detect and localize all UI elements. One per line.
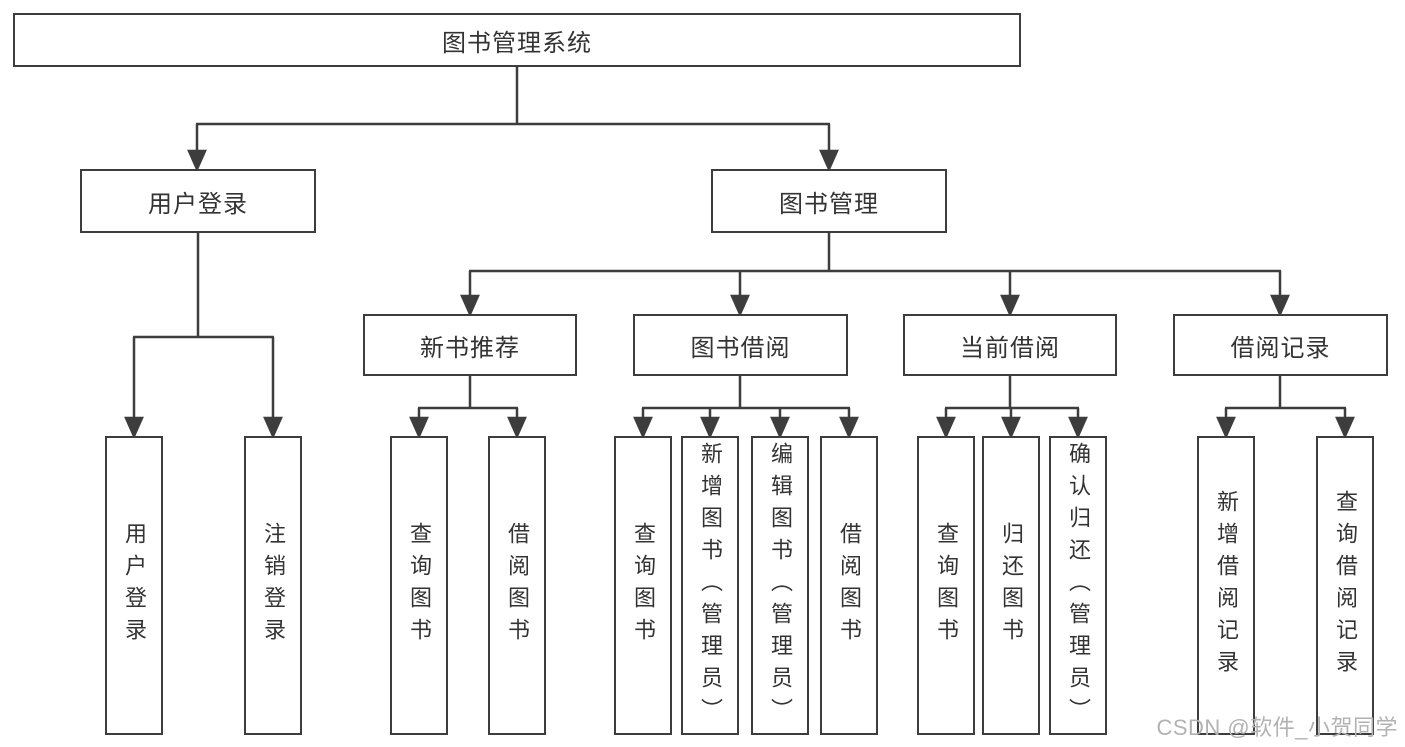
node-label: 当前借阅 bbox=[960, 334, 1060, 362]
node-label: 借阅图书 bbox=[505, 521, 530, 650]
node-new-book-recommend: 新书推荐 bbox=[363, 314, 577, 376]
leaf-add-borrow-record: 新增借阅记录 bbox=[1197, 436, 1255, 735]
node-label: 归还图书 bbox=[999, 521, 1024, 650]
node-label: 图书管理 bbox=[779, 190, 879, 218]
node-label: 图书借阅 bbox=[690, 334, 791, 362]
node-label: 查询图书 bbox=[631, 521, 656, 650]
node-label: 用户登录 bbox=[148, 190, 248, 218]
node-book-borrow: 图书借阅 bbox=[633, 314, 848, 376]
leaf-borrow-books: 借阅图书 bbox=[820, 436, 878, 735]
node-library-management-system: 图书管理系统 bbox=[13, 13, 1021, 67]
node-label: 借阅记录 bbox=[1230, 334, 1331, 362]
node-book-management: 图书管理 bbox=[711, 169, 947, 233]
node-label: 注销登录 bbox=[261, 521, 286, 650]
node-label: 确认归还（管理员） bbox=[1066, 441, 1091, 730]
node-label: 查询借阅记录 bbox=[1333, 489, 1358, 682]
leaf-borrow-books: 借阅图书 bbox=[488, 436, 546, 735]
node-user-login: 用户登录 bbox=[80, 169, 316, 233]
node-label: 用户登录 bbox=[122, 521, 147, 650]
node-label: 查询图书 bbox=[407, 521, 432, 650]
leaf-logout: 注销登录 bbox=[244, 436, 302, 735]
node-borrow-records: 借阅记录 bbox=[1173, 314, 1388, 376]
leaf-add-books-admin: 新增图书（管理员） bbox=[681, 436, 739, 735]
leaf-edit-books-admin: 编辑图书（管理员） bbox=[751, 436, 809, 735]
node-label: 新书推荐 bbox=[420, 334, 520, 362]
leaf-query-books: 查询图书 bbox=[390, 436, 448, 735]
node-label: 新增图书（管理员） bbox=[698, 441, 723, 730]
node-label: 新增借阅记录 bbox=[1214, 489, 1239, 682]
node-label: 查询图书 bbox=[934, 521, 959, 650]
node-label: 图书管理系统 bbox=[442, 29, 592, 57]
leaf-query-borrow-record: 查询借阅记录 bbox=[1316, 436, 1374, 735]
node-label: 编辑图书（管理员） bbox=[768, 441, 793, 730]
leaf-confirm-return-admin: 确认归还（管理员） bbox=[1049, 436, 1107, 735]
leaf-return-books: 归还图书 bbox=[982, 436, 1040, 735]
csdn-watermark: CSDN @软件_小贺同学 bbox=[1156, 715, 1398, 740]
node-label: 借阅图书 bbox=[837, 521, 862, 650]
leaf-user-login: 用户登录 bbox=[105, 436, 163, 735]
leaf-query-books: 查询图书 bbox=[917, 436, 975, 735]
node-current-borrow: 当前借阅 bbox=[903, 314, 1117, 376]
leaf-query-books: 查询图书 bbox=[614, 436, 672, 735]
